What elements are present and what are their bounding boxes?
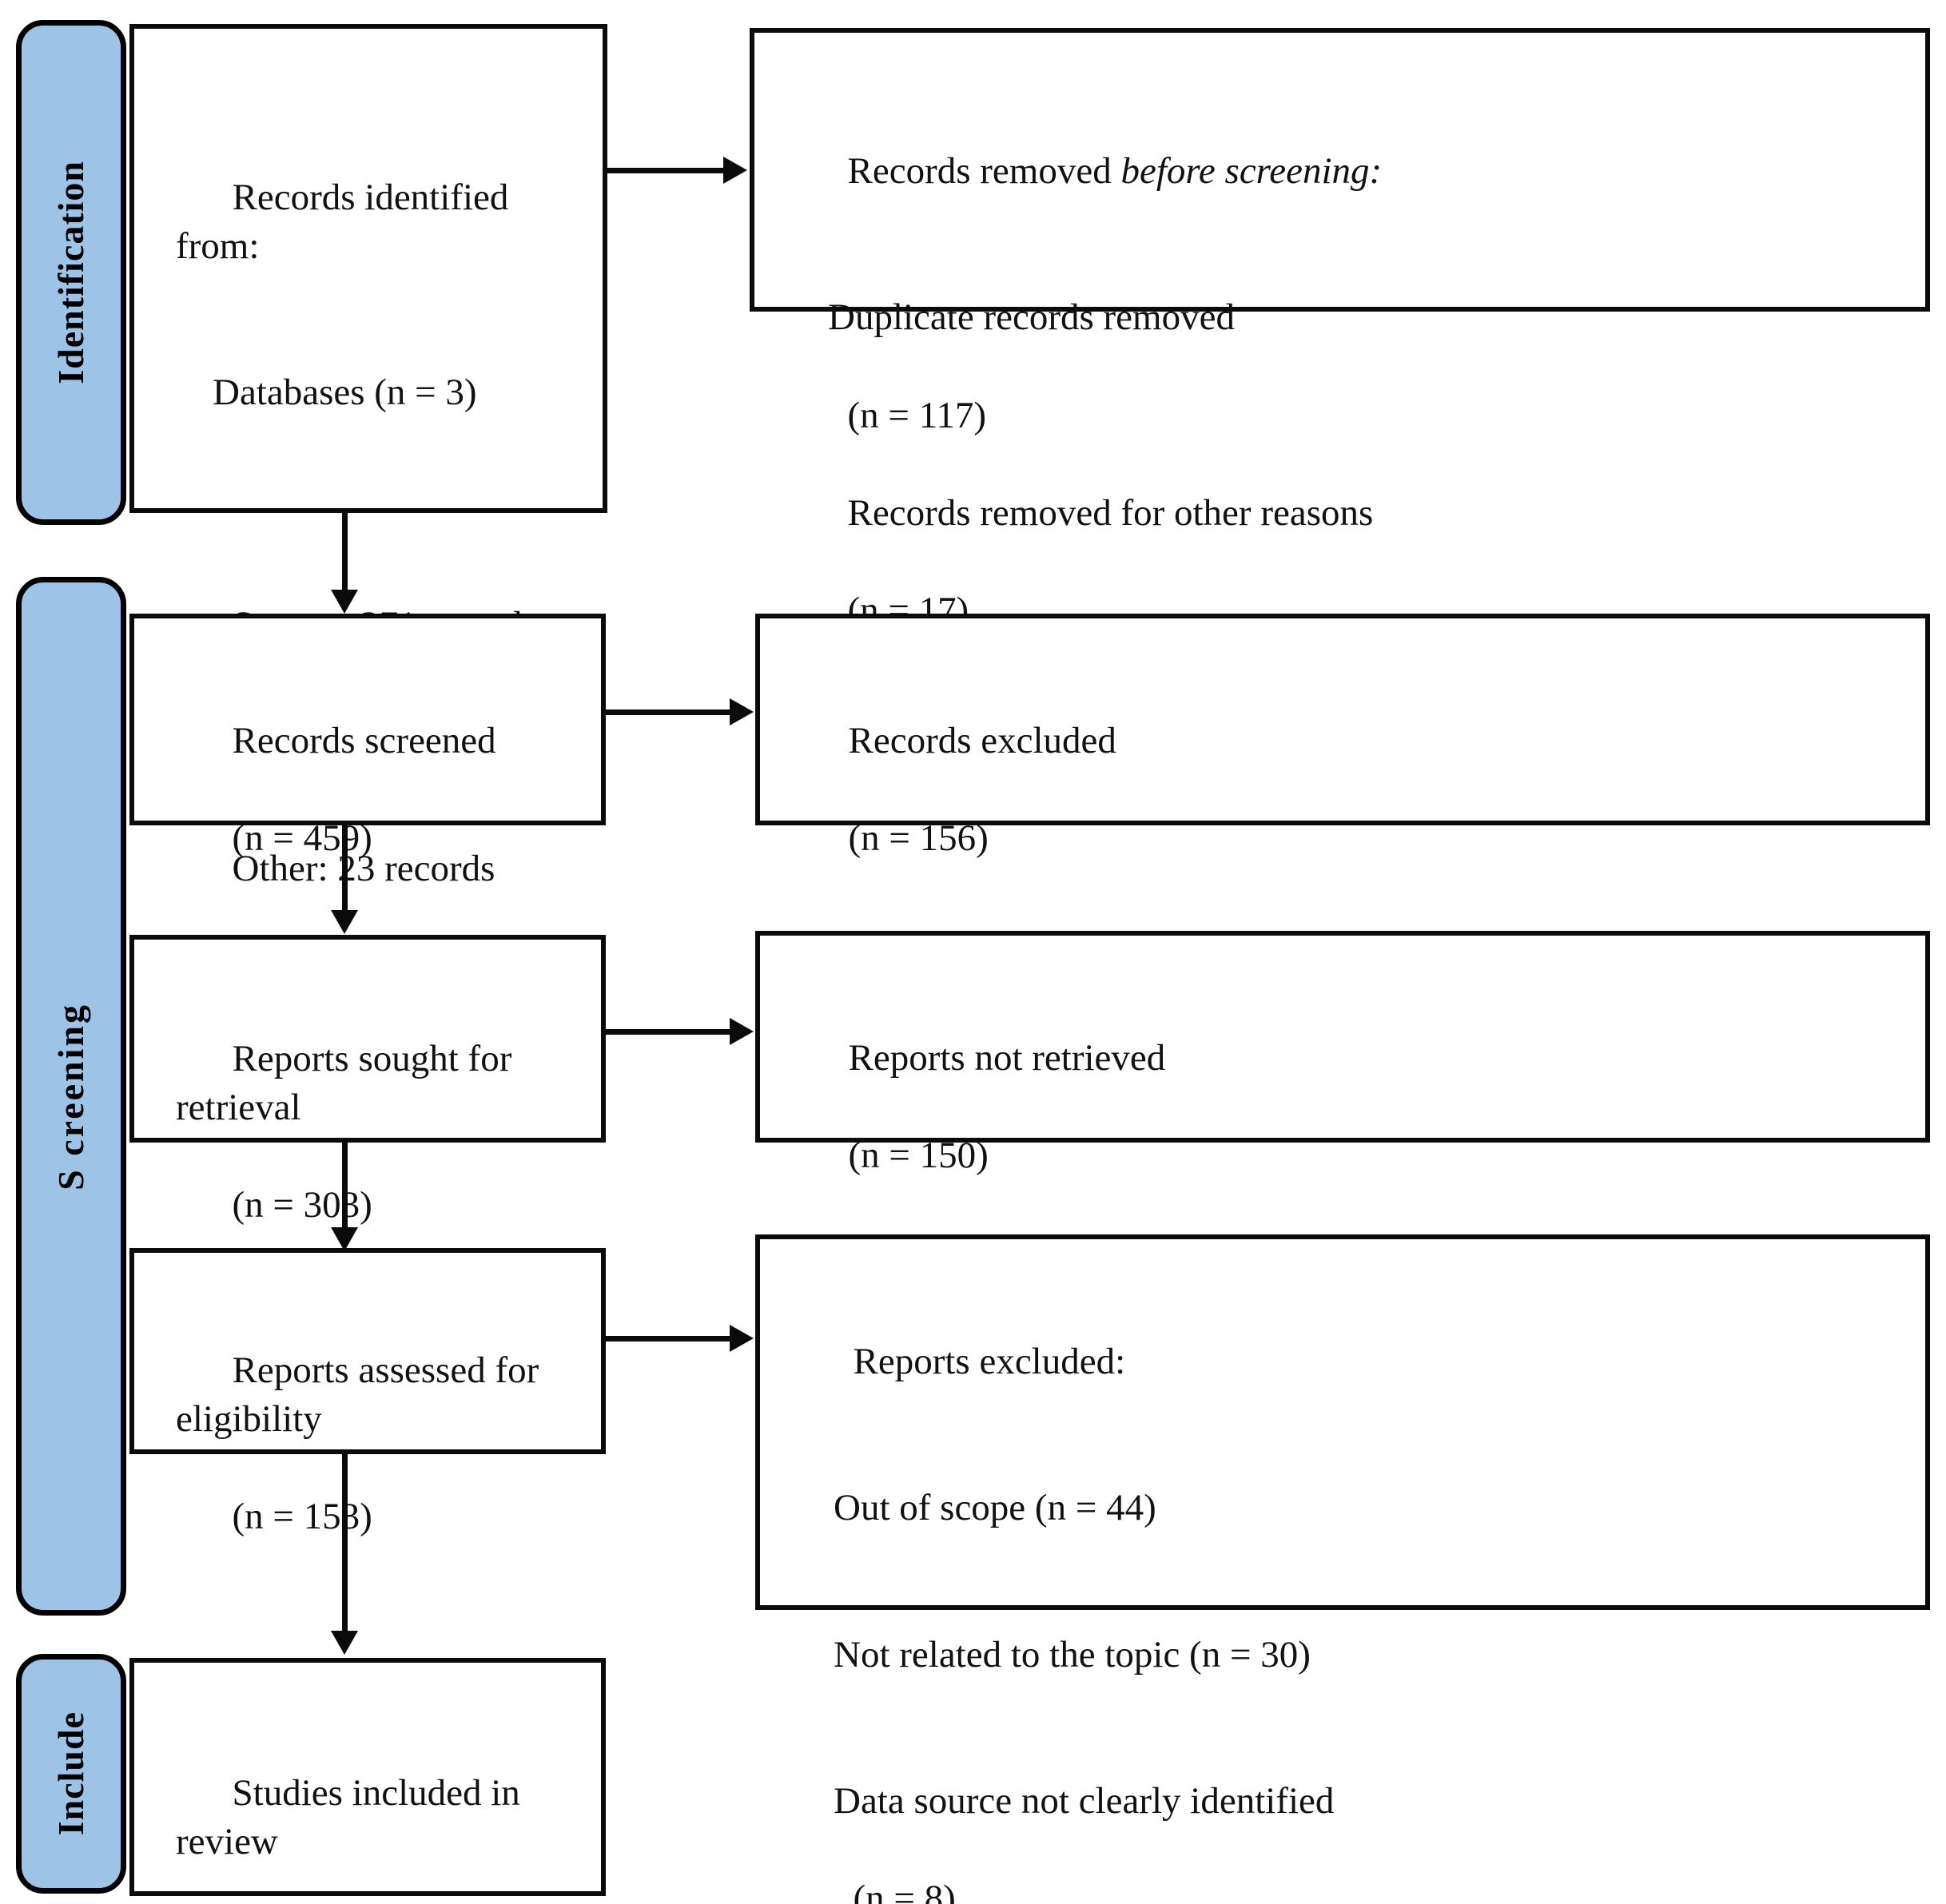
studies-included-line1: Studies included in review xyxy=(176,1772,530,1863)
box-records-identified: Records identified from: Databases (n = … xyxy=(129,24,607,889)
reports-sought-line2: (n = 303) xyxy=(232,1184,372,1226)
box-reports-excluded-text: Reports excluded: Out of scope (n = 44) … xyxy=(797,1289,1911,1904)
arrow-sought-to-assessed xyxy=(331,1227,358,1251)
reports-not-retrieved-line1: Reports not retrieved xyxy=(848,1037,1166,1079)
box-records-screened: Records screened (n = 459) xyxy=(129,614,606,859)
box-reports-sought: Reports sought for retrieval (n = 303) xyxy=(129,935,606,1226)
box-reports-sought-text: Reports sought for retrieval (n = 303) xyxy=(176,986,587,1279)
records-identified-line5: Other: 23 records xyxy=(232,848,495,890)
connector-assessed-to-excluded xyxy=(603,1336,731,1342)
arrow-sought-to-not-retrieved xyxy=(730,1018,754,1045)
reports-excluded-line4: Data source not clearly identified xyxy=(834,1779,1335,1822)
reports-excluded-line2: Out of scope (n = 44) xyxy=(834,1487,1156,1529)
phase-identification: Identification xyxy=(16,20,126,525)
connector-identified-to-removed xyxy=(605,168,725,173)
box-records-screened-text: Records screened (n = 459) xyxy=(176,668,587,912)
phase-included: Include xyxy=(16,1654,126,1894)
records-excluded-line1: Records excluded xyxy=(848,720,1116,762)
phase-screening-label: S creening xyxy=(50,1002,91,1190)
box-studies-included-text: Studies included in review (n = 71) xyxy=(176,1720,587,1904)
records-removed-line3: (n = 117) xyxy=(847,394,987,436)
reports-excluded-line1: Reports excluded: xyxy=(853,1341,1126,1383)
connector-screened-to-sought xyxy=(342,824,348,912)
records-removed-line1-italic: before screening: xyxy=(1120,150,1383,193)
box-records-removed: Records removed before screening: Duplic… xyxy=(750,28,1930,631)
records-screened-line2: (n = 459) xyxy=(232,817,372,860)
records-screened-line1: Records screened xyxy=(232,720,496,762)
box-records-removed-text: Records removed before screening: Duplic… xyxy=(791,98,1911,684)
reports-assessed-line1: Reports assessed for eligibility xyxy=(176,1349,549,1441)
connector-sought-to-assessed xyxy=(342,1141,348,1229)
box-reports-assessed-text: Reports assessed for eligibility (n = 15… xyxy=(176,1298,587,1591)
reports-assessed-line2: (n = 153) xyxy=(232,1496,372,1538)
connector-identified-to-screened xyxy=(342,511,348,591)
box-reports-excluded: Reports excluded: Out of scope (n = 44) … xyxy=(755,1234,1930,1904)
reports-sought-line1: Reports sought for retrieval xyxy=(176,1038,522,1129)
phase-included-label: Include xyxy=(50,1711,91,1836)
arrow-assessed-to-included xyxy=(331,1631,358,1655)
records-removed-line1: Records removed xyxy=(847,150,1121,193)
records-identified-line1: Records identified from: xyxy=(176,177,519,268)
arrow-screened-to-sought xyxy=(331,910,358,934)
records-removed-line4: Records removed for other reasons xyxy=(847,491,1374,534)
box-reports-not-retrieved-text: Reports not retrieved (n = 150) xyxy=(792,985,1911,1229)
records-excluded-line2: (n = 156) xyxy=(848,817,989,860)
records-identified-line2: Databases (n = 3) xyxy=(213,372,477,414)
phase-identification-label: Identification xyxy=(50,161,91,384)
arrow-identified-to-screened xyxy=(331,590,358,614)
arrow-identified-to-removed xyxy=(723,157,747,184)
reports-excluded-line5: (n = 8) xyxy=(853,1878,956,1904)
arrow-screened-to-excluded xyxy=(730,698,754,725)
records-removed-line2: Duplicate records removed xyxy=(828,296,1235,339)
box-records-excluded: Records excluded (n = 156) xyxy=(755,614,1930,859)
arrow-assessed-to-excluded xyxy=(730,1325,754,1352)
connector-assessed-to-included xyxy=(342,1453,348,1632)
box-studies-included: Studies included in review (n = 71) xyxy=(129,1658,606,1896)
reports-not-retrieved-line2: (n = 150) xyxy=(848,1135,989,1177)
reports-excluded-line3: Not related to the topic (n = 30) xyxy=(834,1633,1311,1675)
box-reports-not-retrieved: Reports not retrieved (n = 150) xyxy=(755,931,1930,1176)
connector-sought-to-not-retrieved xyxy=(603,1029,731,1035)
phase-screening: S creening xyxy=(16,577,126,1616)
box-reports-assessed: Reports assessed for eligibility (n = 15… xyxy=(129,1248,606,1537)
box-records-excluded-text: Records excluded (n = 156) xyxy=(792,668,1911,912)
connector-screened-to-excluded xyxy=(603,710,731,715)
